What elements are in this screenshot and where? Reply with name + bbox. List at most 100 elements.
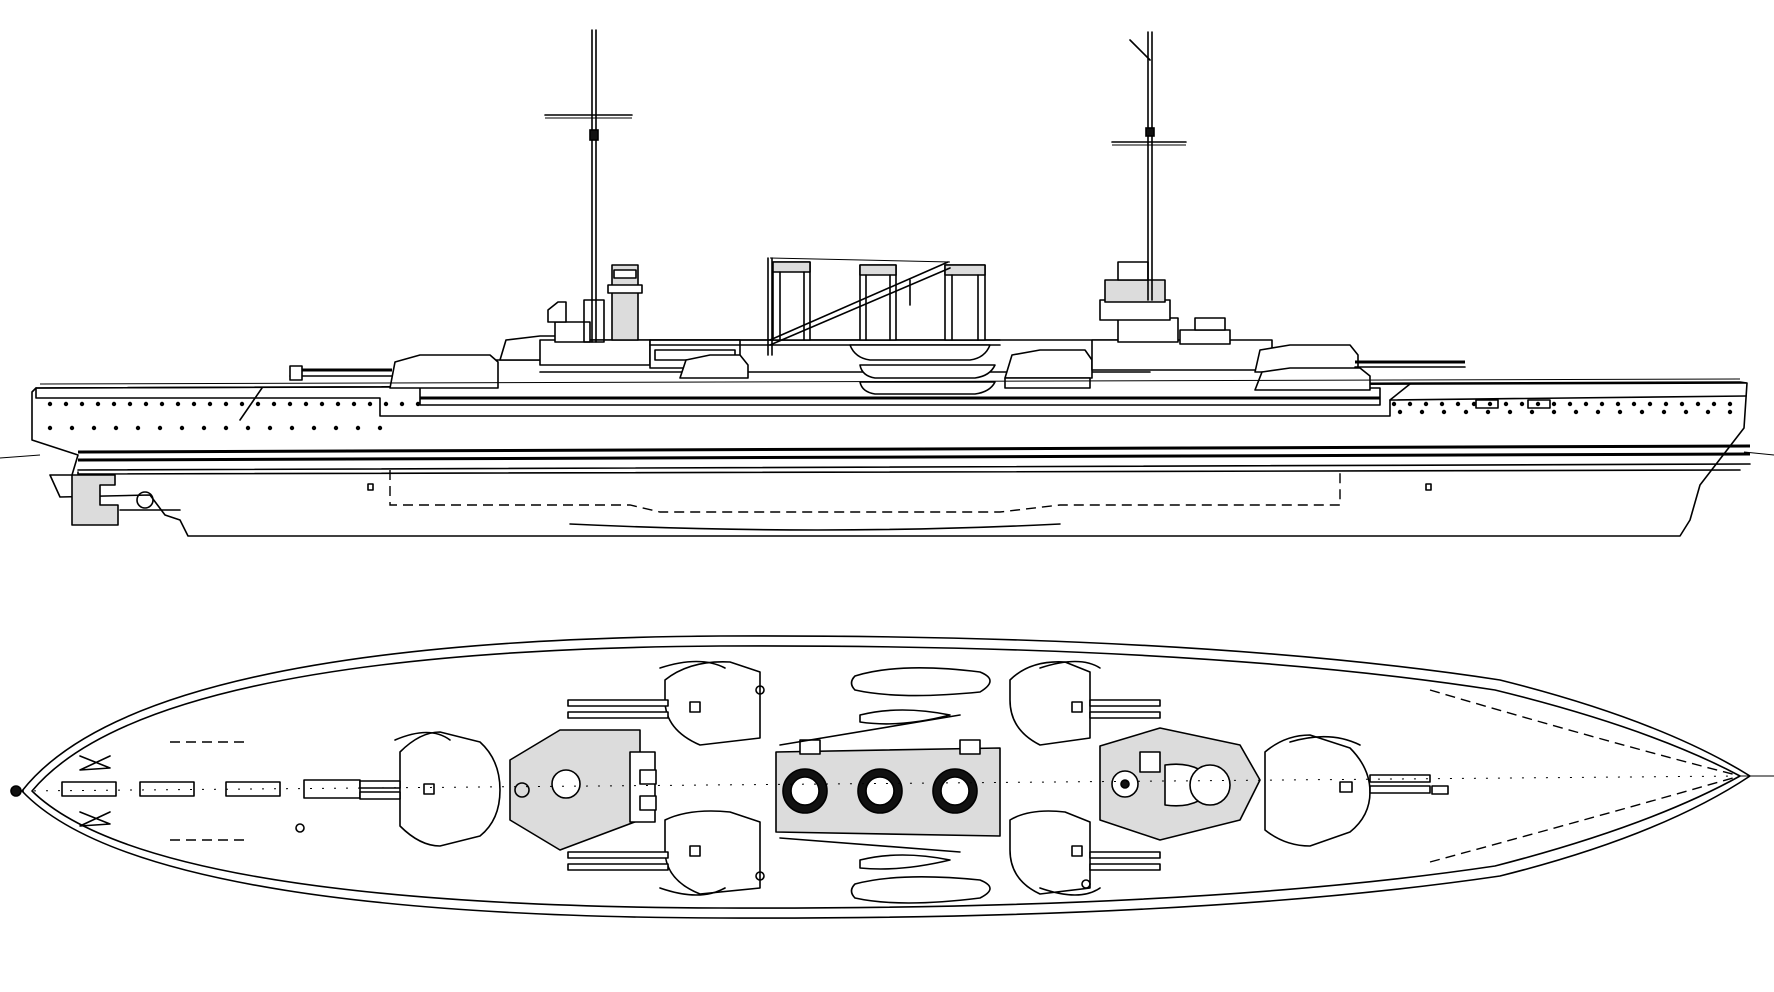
rudder <box>71 474 119 526</box>
porthole <box>1727 409 1733 415</box>
porthole <box>335 401 341 407</box>
porthole <box>1573 409 1579 415</box>
porthole <box>1407 401 1413 407</box>
porthole <box>143 401 149 407</box>
porthole <box>303 401 309 407</box>
deck-fitting <box>295 823 305 833</box>
plan-boat <box>859 709 951 725</box>
porthole <box>69 425 75 431</box>
window <box>1475 399 1499 409</box>
belt-line-2 <box>77 452 1751 462</box>
porthole <box>1615 401 1621 407</box>
porthole-rows <box>47 401 1733 431</box>
porthole <box>377 425 383 431</box>
porthole <box>1507 409 1513 415</box>
plan-boat <box>850 667 991 697</box>
porthole <box>351 401 357 407</box>
belt-line-1 <box>77 444 1751 454</box>
porthole <box>179 425 185 431</box>
porthole <box>311 425 317 431</box>
armour-belt-lower <box>77 469 1741 475</box>
porthole <box>1599 401 1605 407</box>
boat <box>849 344 991 361</box>
porthole <box>111 401 117 407</box>
porthole <box>95 401 101 407</box>
porthole <box>79 401 85 407</box>
porthole <box>63 401 69 407</box>
plan-forward-superstructure <box>1099 727 1261 841</box>
funnel-3 <box>944 264 986 341</box>
bow-fitting <box>1431 785 1449 795</box>
porthole <box>159 401 165 407</box>
plan-wing-turret-2 <box>567 810 761 896</box>
porthole <box>1463 409 1469 415</box>
porthole <box>127 401 133 407</box>
bow-dashed <box>1429 775 1741 863</box>
porthole <box>1529 409 1535 415</box>
plan-aft-superstructure <box>509 729 657 851</box>
porthole <box>1439 401 1445 407</box>
funnel-2 <box>859 264 897 341</box>
porthole <box>1551 401 1557 407</box>
porthole <box>245 425 251 431</box>
porthole <box>1567 401 1573 407</box>
porthole <box>1471 401 1477 407</box>
porthole <box>1647 401 1653 407</box>
plan-wing-turret-1 <box>567 660 761 746</box>
porthole <box>113 425 119 431</box>
boat-crane <box>767 257 951 356</box>
plan-boat <box>859 854 951 870</box>
plan-funnels <box>782 768 978 814</box>
porthole <box>399 401 405 407</box>
porthole <box>1441 409 1447 415</box>
porthole <box>1519 401 1525 407</box>
boat <box>859 381 996 395</box>
porthole <box>1595 409 1601 415</box>
porthole <box>1661 409 1667 415</box>
porthole <box>201 425 207 431</box>
aft-superstructure <box>539 264 651 366</box>
porthole <box>333 425 339 431</box>
forward-superstructure <box>1091 261 1273 371</box>
boat <box>859 364 996 379</box>
casemate-slope-fwd <box>1389 383 1411 401</box>
porthole <box>287 401 293 407</box>
forward-turret-a <box>1254 367 1371 391</box>
porthole <box>319 401 325 407</box>
porthole <box>1727 401 1733 407</box>
porthole <box>1485 409 1491 415</box>
deck-fitting <box>755 685 765 695</box>
plan-boat <box>850 876 991 904</box>
plan-view <box>10 635 1774 919</box>
plan-turret-aft <box>359 731 501 847</box>
porthole <box>1535 401 1541 407</box>
belt-line-3 <box>77 463 1751 471</box>
porthole <box>1487 401 1493 407</box>
porthole <box>367 401 373 407</box>
forward-mast <box>1111 31 1187 301</box>
porthole <box>1583 401 1589 407</box>
porthole <box>1397 409 1403 415</box>
crane-jib <box>779 714 961 746</box>
casemate-slope-aft <box>239 387 263 421</box>
porthole <box>135 425 141 431</box>
window <box>1527 399 1551 409</box>
porthole <box>1705 409 1711 415</box>
scuttle <box>367 483 374 491</box>
porthole <box>383 401 389 407</box>
porthole <box>223 401 229 407</box>
rail <box>39 378 1741 385</box>
porthole <box>1503 401 1509 407</box>
crane-jib <box>779 837 961 853</box>
bow-dashed <box>1429 689 1741 777</box>
porthole <box>1551 409 1557 415</box>
keel-line <box>569 523 1061 531</box>
side-elevation-view <box>0 29 1774 537</box>
porthole <box>415 401 421 407</box>
deck-fitting <box>1081 879 1091 889</box>
porthole <box>223 425 229 431</box>
porthole <box>157 425 163 431</box>
aft-turret-y <box>289 354 499 389</box>
porthole <box>239 401 245 407</box>
stern-jack <box>10 785 22 797</box>
